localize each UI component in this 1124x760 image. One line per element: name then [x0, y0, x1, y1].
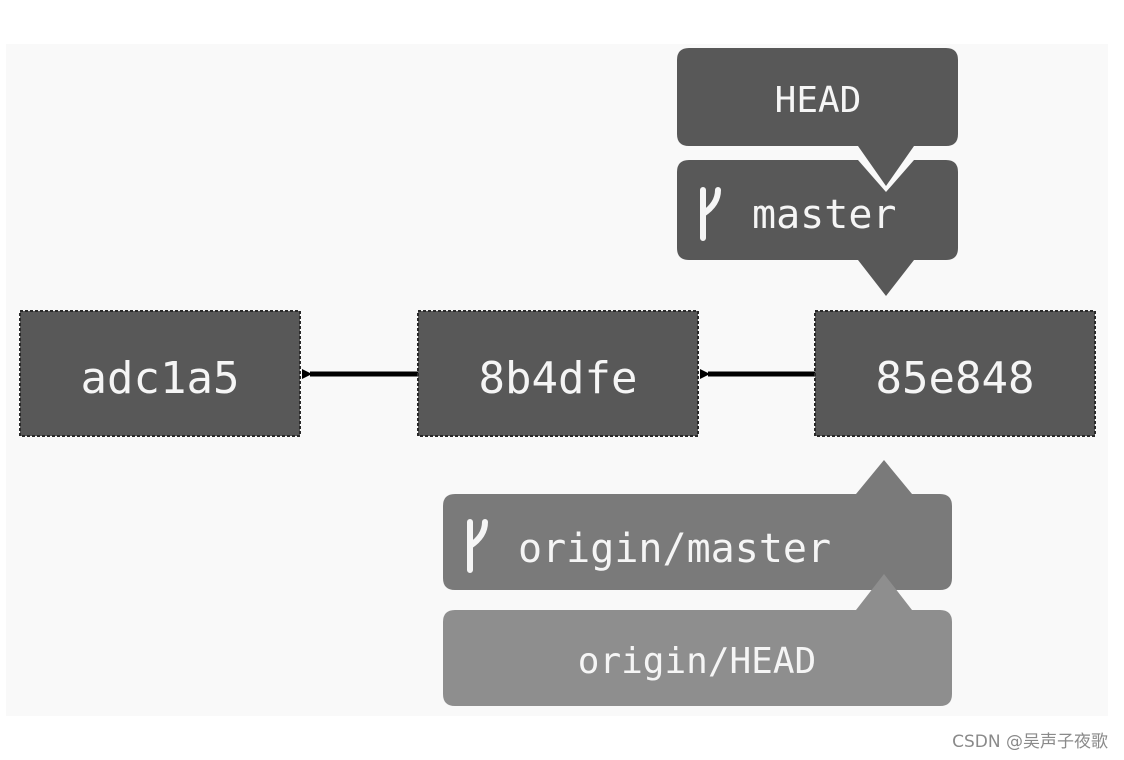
commit-hash: 8b4dfe	[479, 353, 638, 404]
commit-hash: adc1a5	[81, 353, 240, 404]
commit-node-first: adc1a5	[19, 310, 301, 437]
origin-head-ref-label: origin/HEAD	[443, 574, 952, 706]
head-ref-label: HEAD	[677, 48, 958, 186]
watermark: CSDN @吴声子夜歌	[952, 732, 1108, 752]
git-branch-icon	[700, 187, 721, 241]
origin-master-ref-label: origin/master	[443, 460, 952, 590]
master-ref-label: master	[677, 160, 958, 296]
master-ref-text: master	[752, 192, 897, 238]
origin-master-ref-text: origin/master	[518, 526, 831, 572]
commit-hash: 85e848	[876, 353, 1035, 404]
head-ref-text: HEAD	[775, 80, 862, 121]
commit-node-third: 85e848	[814, 310, 1096, 437]
git-branch-icon	[467, 519, 488, 573]
commit-node-second: 8b4dfe	[417, 310, 699, 437]
origin-head-ref-text: origin/HEAD	[578, 641, 816, 682]
